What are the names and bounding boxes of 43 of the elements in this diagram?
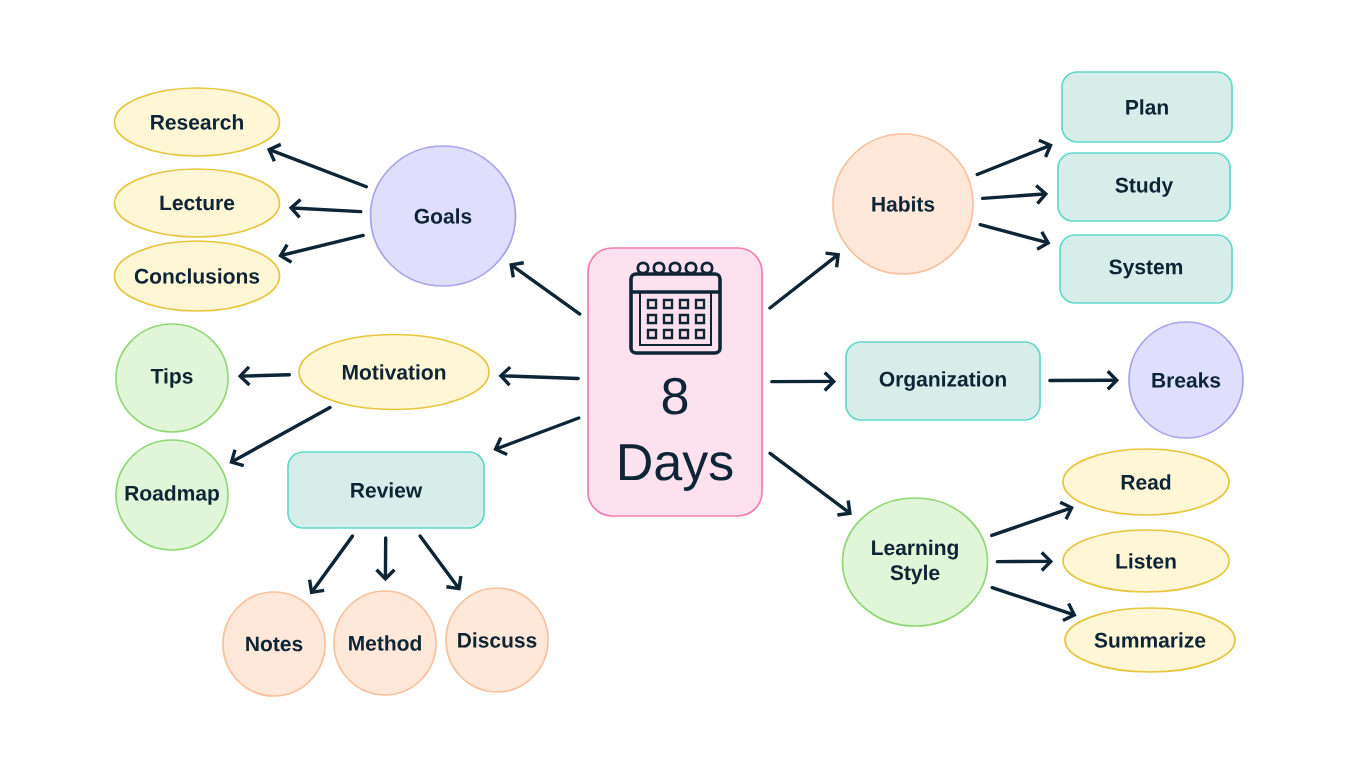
arrow [509,261,582,316]
arrow [498,365,580,387]
oval-node: Motivation [298,333,490,411]
circle-node: Goals [369,145,517,287]
arrow [493,416,581,456]
circle-node: Tips [115,323,229,433]
oval-node: Listen [1062,529,1230,593]
rounded-box: Review [287,451,485,529]
oval-node: Summarize [1064,607,1236,673]
arrow [995,551,1054,572]
arrow [975,138,1053,177]
arrow [768,251,841,310]
arrow [990,585,1077,623]
circle-node: Breaks [1128,321,1244,439]
arrow [1048,370,1120,391]
rounded-box: Organization [845,341,1041,421]
rounded-box: Study [1057,152,1231,222]
arrow [980,184,1049,205]
arrow [278,233,365,264]
arrow [307,534,355,595]
circle-node: Roadmap [115,439,229,551]
circle-node: Habits [832,133,974,275]
oval-node: Lecture [113,168,281,238]
arrow [990,500,1074,538]
arrow [978,222,1051,251]
circle-node: Notes [222,591,326,697]
oval-node: Research [113,87,281,157]
arrow [768,451,852,517]
circle-node: Method [333,590,437,696]
arrow [266,142,369,189]
rounded-box: System [1059,234,1233,304]
oval-node: Read [1062,448,1230,516]
arrow [375,536,396,582]
circle-node: Discuss [445,587,549,693]
rounded-box: Plan [1061,71,1233,143]
arrow [229,405,332,468]
central-card: 8 Days [587,247,763,517]
arrow [288,198,363,219]
oval-node: Conclusions [113,240,281,312]
arrow [237,365,292,387]
circle-node: Learning Style [841,497,989,627]
arrow [770,371,837,392]
arrow [418,534,463,591]
